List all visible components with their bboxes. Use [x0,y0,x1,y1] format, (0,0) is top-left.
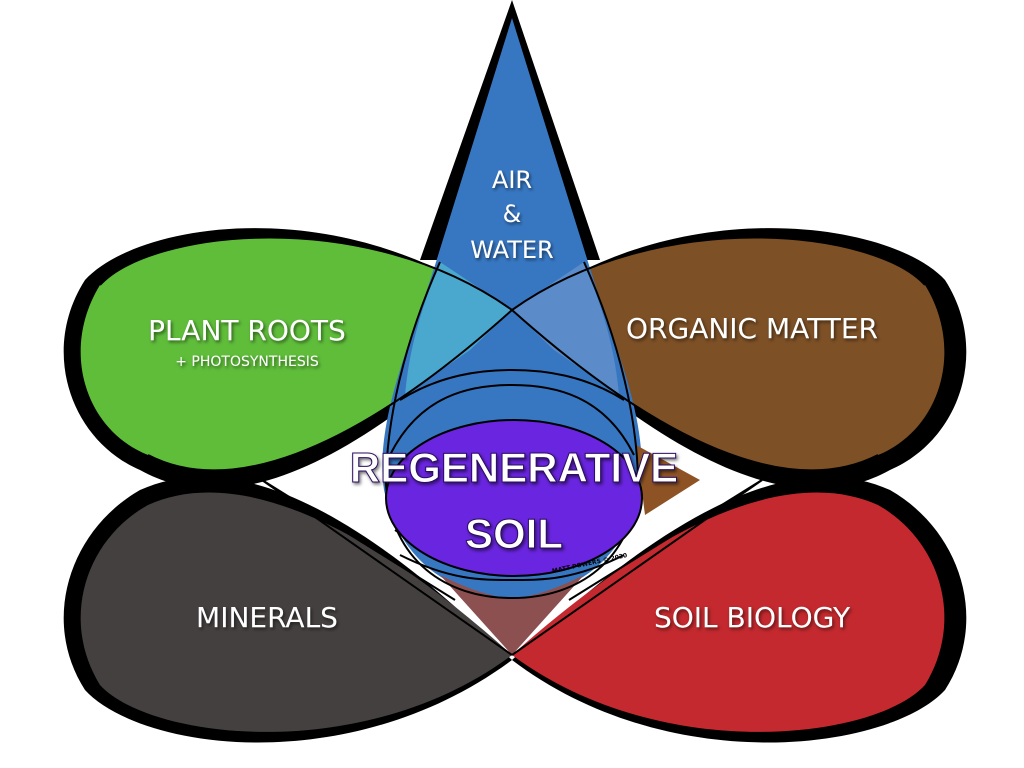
water-label: WATER [470,236,553,264]
photosynthesis-label: + PHOTOSYNTHESIS [175,354,319,370]
regenerative-label: REGENERATIVE [350,444,678,491]
air-label: AIR [492,166,532,194]
minerals-label: MINERALS [196,601,338,634]
petal-organic-matter [512,237,945,471]
organic-matter-label: ORGANIC MATTER [626,312,878,345]
ampersand-label: & [503,200,522,228]
soil-label: SOIL [465,510,563,557]
petal-plant-roots [80,237,513,471]
soil-biology-label: SOIL BIOLOGY [654,601,851,634]
center-regenerative-soil [385,419,643,577]
label-air-water: AIR & WATER [470,166,553,264]
petal-soil-biology [512,492,945,732]
petal-minerals [80,492,513,732]
plant-roots-label: PLANT ROOTS [148,314,346,347]
overlap-air-plant [405,262,512,395]
overlap-organic-biology [636,445,700,515]
overlap-air-organic [512,262,619,395]
